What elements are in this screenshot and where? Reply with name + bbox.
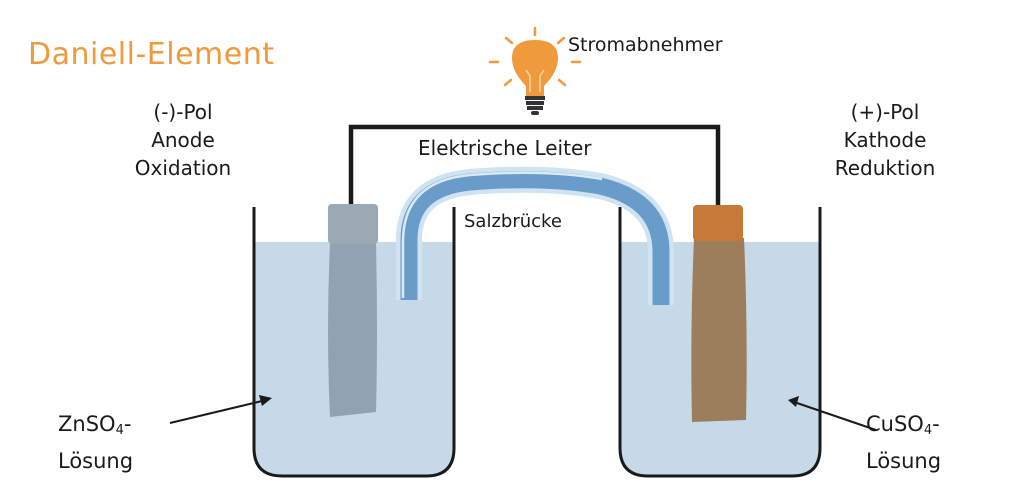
conductor-label: Elektrische Leiter xyxy=(418,136,592,160)
anode-role: Anode xyxy=(151,128,215,152)
cathode-process: Reduktion xyxy=(834,156,936,180)
left-solution-label: ZnSO4- Lösung xyxy=(58,409,133,476)
left-beaker xyxy=(252,207,456,478)
copper-electrode-cap xyxy=(693,205,743,241)
right-formula-sub: 4 xyxy=(923,423,933,438)
page-title: Daniell-Element xyxy=(28,37,275,72)
right-formula-main: CuSO xyxy=(866,412,924,436)
cathode-pole: (+)-Pol xyxy=(850,100,920,124)
salt-bridge xyxy=(400,171,670,305)
right-solution-arrow xyxy=(788,396,877,431)
anode-labels: (-)-Pol Anode Oxidation xyxy=(108,98,258,182)
left-formula-tail: - xyxy=(123,412,132,436)
salt-bridge-label: Salzbrücke xyxy=(464,211,562,232)
left-solution-line2: Lösung xyxy=(58,449,134,473)
salt-bridge-highlight xyxy=(401,171,603,298)
zinc-electrode xyxy=(328,206,377,417)
lamp-label: Stromabnehmer xyxy=(568,34,723,56)
cathode-labels: (+)-Pol Kathode Reduktion xyxy=(800,98,970,182)
copper-electrode xyxy=(691,238,747,422)
right-beaker xyxy=(618,207,822,478)
cathode-role: Kathode xyxy=(843,128,927,152)
left-formula-main: ZnSO xyxy=(58,412,116,436)
conductor-wire xyxy=(348,124,721,207)
right-solution-label: CuSO4- Lösung xyxy=(866,409,941,476)
anode-process: Oxidation xyxy=(134,156,232,180)
zinc-electrode-top xyxy=(328,204,378,244)
left-solution-formula: ZnSO4- xyxy=(58,409,133,446)
left-solution-arrow xyxy=(169,395,272,424)
left-formula-sub: 4 xyxy=(115,423,124,438)
anode-pole: (-)-Pol xyxy=(153,100,213,124)
right-solution-formula: CuSO4- xyxy=(866,409,941,446)
right-solution-line2: Lösung xyxy=(866,449,942,473)
light-bulb-icon xyxy=(488,26,582,115)
right-formula-tail: - xyxy=(932,412,940,436)
